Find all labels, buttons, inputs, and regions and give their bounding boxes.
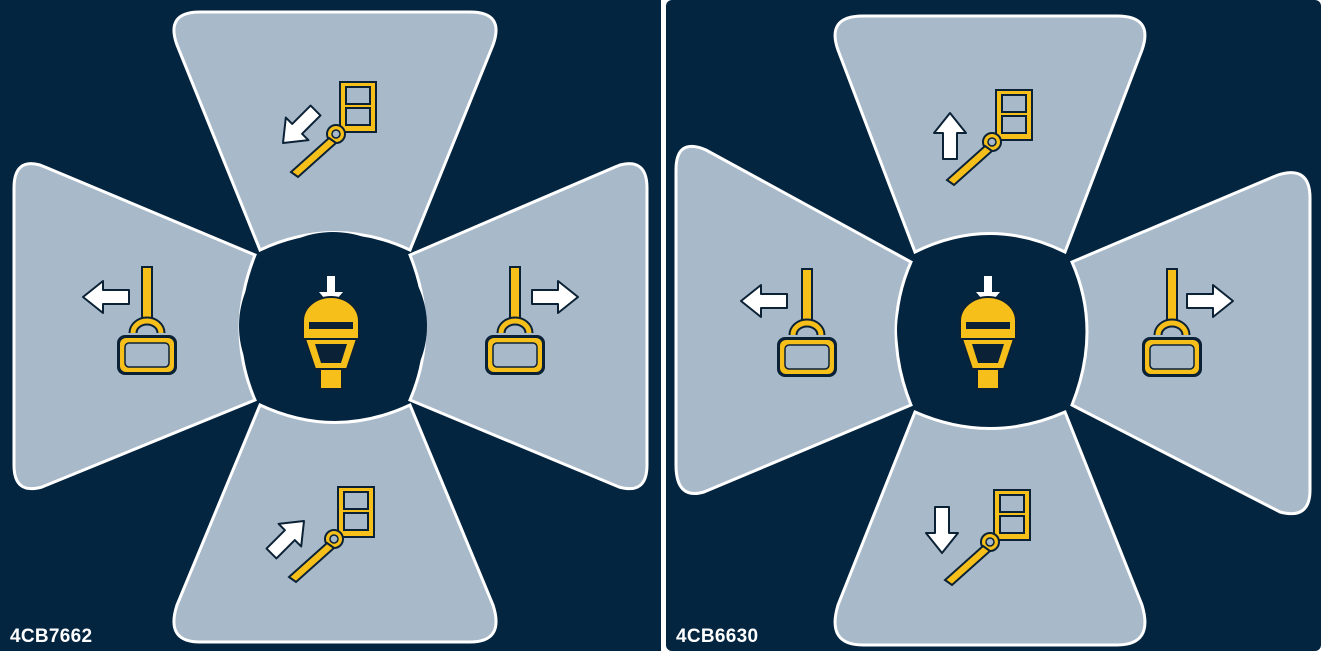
panel-divider: [661, 0, 666, 651]
control-pattern-panel-1: 4CB7662: [0, 0, 661, 651]
part-code: 4CB7662: [10, 626, 93, 647]
zone-left: [12, 162, 257, 491]
zone-bottom: [172, 402, 498, 644]
zone-top: [833, 14, 1147, 255]
zone-right: [1070, 171, 1312, 516]
zone-center: [897, 236, 1085, 424]
control-pattern-diagram-1: [0, 0, 661, 651]
control-pattern-panel-2: 4CB6630: [666, 0, 1321, 651]
zone-left: [674, 144, 913, 495]
zone-center: [239, 232, 427, 420]
zone-bottom: [833, 410, 1147, 647]
control-pattern-diagram-2: [666, 0, 1321, 651]
part-code: 4CB6630: [676, 626, 759, 647]
